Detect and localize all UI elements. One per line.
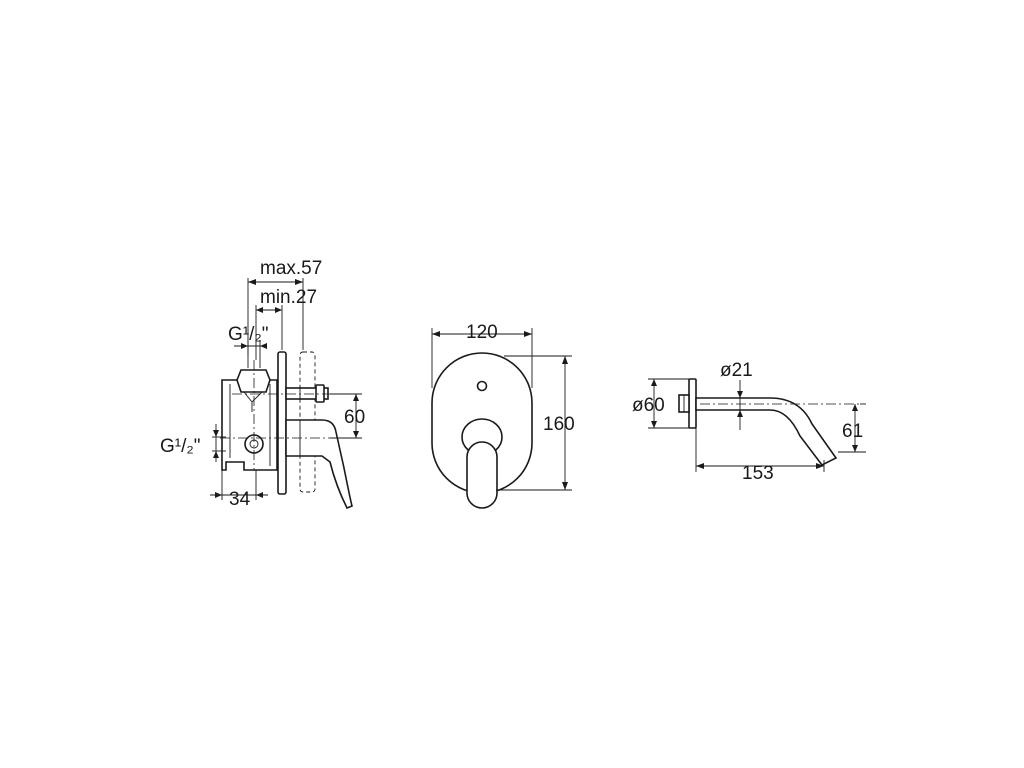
side-depth-label: 34: [229, 489, 251, 510]
arrowhead: [241, 343, 248, 349]
flange-diameter-label: ø60: [632, 395, 665, 416]
mounting-flange: [277, 351, 287, 495]
side-view: max.57 min.27 G¹/₂" G¹/₂" 60: [160, 258, 365, 510]
lever-handle: [285, 419, 353, 510]
front-view: 120 160: [431, 322, 575, 509]
spout-flange: [688, 378, 697, 429]
arrowhead: [256, 492, 263, 498]
arrowhead: [248, 279, 256, 285]
arrowhead: [696, 463, 704, 469]
max-depth-label: max.57: [260, 258, 322, 279]
arrowhead: [256, 307, 263, 313]
arrowhead: [562, 356, 568, 364]
arrowhead: [524, 331, 532, 337]
min-depth-label: min.27: [260, 287, 317, 308]
arrowhead: [432, 331, 440, 337]
arrowhead: [295, 279, 303, 285]
body-inner-edge: [229, 384, 271, 466]
arrowhead: [651, 379, 657, 386]
arrowhead: [260, 343, 267, 349]
front-height-label: 160: [543, 414, 575, 435]
side-height-label: 60: [344, 407, 365, 428]
diverter-stem: [285, 387, 329, 400]
arrowhead: [213, 451, 219, 458]
arrowhead: [353, 394, 359, 401]
spout-view: ø21 ø60 153 61: [632, 360, 866, 484]
top-inlet-detail: [243, 391, 263, 412]
projection-label: 153: [742, 463, 774, 484]
lever-front: [466, 441, 498, 509]
diverter-knob: [315, 384, 325, 403]
arrowhead: [651, 421, 657, 428]
top-inlet-hex: [236, 369, 271, 393]
pipe-diameter-label: ø21: [720, 360, 753, 381]
arrowhead: [816, 463, 824, 469]
drop-label: 61: [842, 421, 863, 442]
arrowhead: [213, 430, 219, 437]
arrowhead: [353, 431, 359, 438]
arrowhead: [852, 404, 858, 411]
arrowhead: [562, 482, 568, 490]
arrowhead: [852, 445, 858, 452]
valve-body: [221, 379, 278, 471]
top-thread-label: G¹/₂": [228, 324, 269, 345]
arrowhead: [737, 391, 743, 398]
front-width-label: 120: [466, 322, 498, 343]
side-thread-label: G¹/₂": [160, 436, 201, 457]
arrowhead: [737, 410, 743, 417]
diverter-button: [476, 380, 488, 392]
arrowhead: [215, 492, 222, 498]
arrowhead: [275, 307, 282, 313]
spout-pipe: [695, 397, 838, 467]
